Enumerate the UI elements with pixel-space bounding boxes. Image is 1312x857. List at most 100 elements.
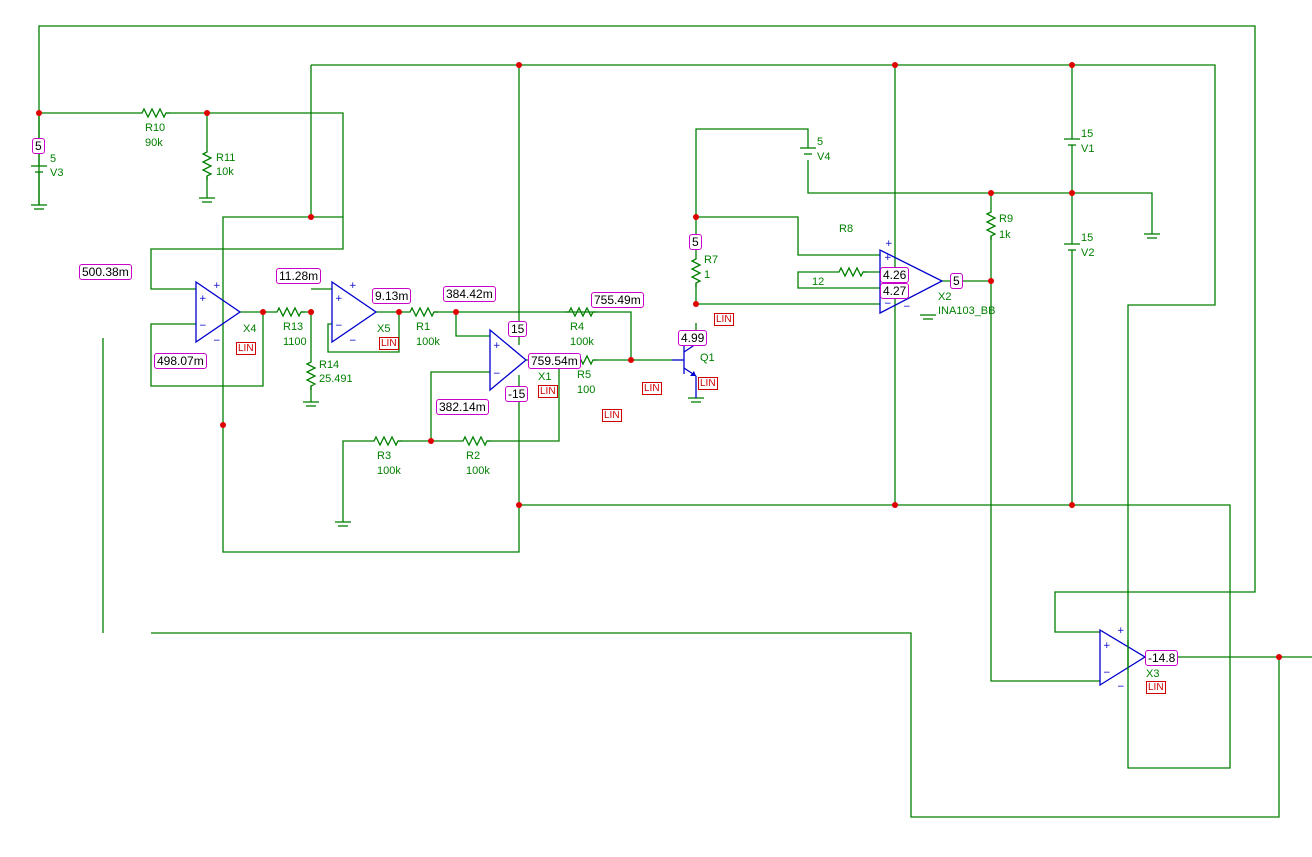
probe-x2-noninverting[interactable]: 4.26 [880, 267, 910, 283]
r11-ref: R11 [216, 152, 235, 164]
svg-text:+: + [1103, 641, 1111, 651]
v3-ref: V3 [50, 167, 63, 179]
battery-v2 [1064, 230, 1080, 251]
svg-text:−: − [1103, 668, 1111, 678]
r2-value: 100k [466, 465, 490, 477]
resistor-r2 [458, 436, 492, 446]
r3-value: 100k [377, 465, 401, 477]
resistor-r1 [405, 307, 439, 317]
svg-text:+: + [199, 294, 207, 304]
svg-text:−: − [199, 321, 207, 331]
r14-value: 25.491 [319, 373, 353, 385]
probe-x5-input[interactable]: 11.28m [276, 268, 322, 284]
svg-text:−: − [213, 336, 221, 346]
r7-ref: R7 [704, 254, 718, 266]
q1-ref: Q1 [700, 352, 715, 364]
probe-x2-output[interactable]: 5 [950, 273, 963, 289]
probe-x4-output[interactable]: 500.38m [79, 264, 132, 280]
opamp-x3: + − + − [1099, 626, 1147, 692]
x4-ref: X4 [243, 323, 256, 335]
x2-model: INA103_BB [938, 305, 995, 317]
svg-text:−: − [1117, 682, 1125, 692]
ground-icon [199, 197, 215, 203]
v1-value: 15 [1081, 128, 1093, 140]
ground-icon [1144, 233, 1160, 239]
svg-text:+: + [884, 253, 892, 263]
probe-x2-inverting[interactable]: 4.27 [880, 283, 910, 299]
probe-r7-top[interactable]: 5 [689, 234, 702, 250]
resistor-r11 [202, 147, 212, 181]
lin-flag-r7[interactable]: LIN [714, 313, 734, 326]
ground-icon [31, 204, 47, 210]
resistor-r9 [986, 207, 996, 241]
svg-text:−: − [493, 369, 501, 379]
x2-ref: X2 [938, 291, 951, 303]
probe-r4-right[interactable]: 755.49m [591, 292, 644, 308]
r4-ref: R4 [570, 321, 584, 333]
svg-text:+: + [213, 281, 221, 291]
opamp-x5: + − + − [331, 280, 378, 346]
lin-flag-q1[interactable]: LIN [698, 377, 718, 390]
probe-x1-vminus[interactable]: -15 [505, 386, 529, 402]
r3-ref: R3 [377, 450, 391, 462]
battery-v3 [31, 113, 47, 205]
x5-ref: X5 [377, 323, 390, 335]
svg-text:−: − [884, 299, 892, 309]
sources [31, 113, 1080, 251]
x1-ref: X1 [538, 371, 551, 383]
ground-icon [688, 397, 704, 403]
lin-flag-r5[interactable]: LIN [602, 409, 622, 422]
r10-ref: R10 [145, 122, 165, 134]
resistor-r8 [834, 267, 868, 277]
r2-ref: R2 [466, 450, 480, 462]
r9-value: 1k [999, 229, 1011, 241]
svg-text:+: + [335, 294, 343, 304]
v4-ref: V4 [817, 151, 830, 163]
r13-value: 1100 [283, 336, 307, 348]
ground-icon [335, 521, 351, 527]
r5-ref: R5 [577, 369, 591, 381]
battery-v4 [800, 147, 816, 155]
probe-r1-node[interactable]: 384.42m [443, 286, 496, 302]
lin-flag-x1[interactable]: LIN [538, 385, 558, 398]
resistors [137, 108, 996, 446]
v3-value: 5 [50, 153, 56, 165]
r1-ref: R1 [416, 321, 430, 333]
svg-text:+: + [885, 239, 893, 249]
r8-value: 12 [812, 276, 824, 288]
resistor-r10 [137, 108, 171, 118]
probe-x5-output[interactable]: 9.13m [372, 288, 412, 304]
component-labels: R10 90k R11 10k 5 V3 X4 R13 1100 R14 25.… [50, 122, 1159, 680]
probe-q1-collector[interactable]: 4.99 [678, 330, 708, 346]
svg-text:−: − [335, 321, 343, 331]
r8-ref: R8 [839, 223, 853, 235]
probe-v3[interactable]: 5 [32, 138, 45, 154]
ground-icon [920, 314, 936, 320]
probe-x1-vplus[interactable]: 15 [508, 321, 528, 337]
x3-ref: X3 [1146, 668, 1159, 680]
probe-x4-inverting[interactable]: 498.07m [154, 353, 207, 369]
v2-ref: V2 [1081, 247, 1094, 259]
svg-text:−: − [349, 336, 357, 346]
r7-value: 1 [704, 269, 710, 281]
ground-icon [303, 401, 319, 407]
lin-flag-node[interactable]: LIN [642, 382, 662, 395]
transistor-q1 [672, 343, 697, 398]
lin-flag-x3[interactable]: LIN [1146, 681, 1166, 694]
svg-text:+: + [1117, 626, 1125, 636]
svg-text:−: − [903, 302, 911, 312]
lin-flag-x4[interactable]: LIN [236, 342, 256, 355]
svg-text:+: + [349, 281, 357, 291]
r9-ref: R9 [999, 213, 1013, 225]
r13-ref: R13 [283, 321, 303, 333]
probe-x3-output[interactable]: -14.8 [1145, 650, 1179, 666]
probe-x1-inverting[interactable]: 382.14m [436, 399, 489, 415]
lin-flag-x5[interactable]: LIN [379, 337, 399, 350]
v2-value: 15 [1081, 232, 1093, 244]
probe-x1-output[interactable]: 759.54m [528, 353, 581, 369]
r4-value: 100k [570, 336, 594, 348]
svg-text:+: + [493, 341, 501, 351]
resistor-r7 [691, 254, 701, 288]
r11-value: 10k [216, 166, 234, 178]
